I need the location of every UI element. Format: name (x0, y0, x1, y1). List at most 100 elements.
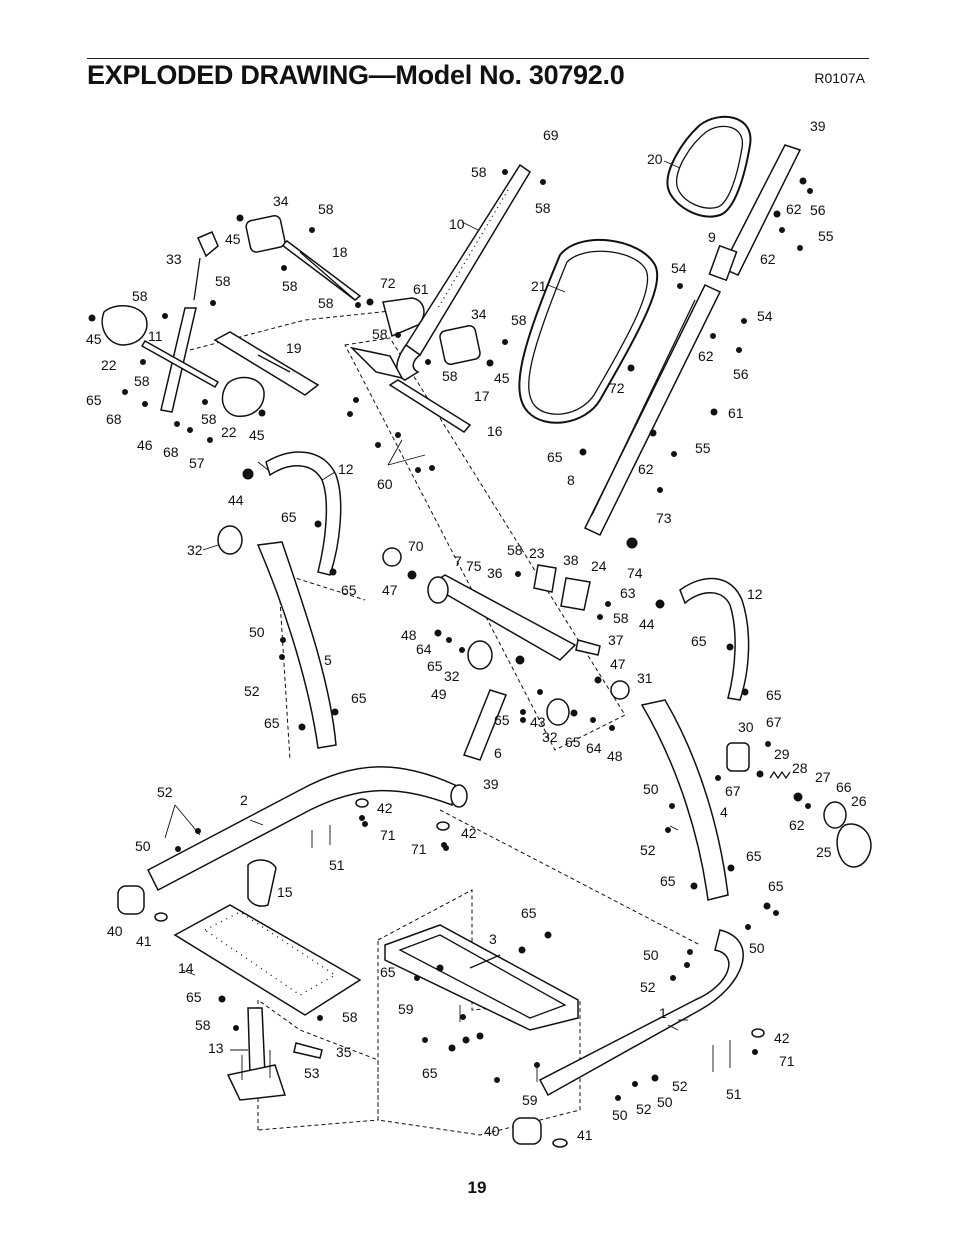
callout: 62 (760, 251, 776, 267)
callout: 48 (607, 748, 623, 764)
callout: 61 (728, 405, 744, 421)
part-34-roller-mid (439, 324, 481, 366)
callout: 54 (671, 260, 687, 276)
callout: 44 (228, 492, 244, 508)
part-33-knob (197, 231, 219, 258)
callout: 55 (695, 440, 711, 456)
callout: 74 (627, 565, 643, 581)
part-41-foot-rear (552, 1138, 568, 1148)
callout: 52 (636, 1101, 652, 1117)
part-13-stem (247, 1007, 266, 1076)
callout: 38 (563, 552, 579, 568)
part-21-backrest (518, 238, 659, 424)
callout: 50 (135, 838, 151, 854)
callout: 40 (107, 923, 123, 939)
part-40-end-cap-front (117, 885, 145, 915)
callout: 65 (380, 964, 396, 980)
callout: 65 (264, 715, 280, 731)
callout: 11 (148, 328, 163, 344)
callout: 14 (178, 960, 194, 976)
callout: 37 (608, 632, 624, 648)
header-rule (87, 58, 869, 59)
callout: 65 (86, 392, 102, 408)
callout: 22 (221, 424, 237, 440)
callout: 50 (643, 947, 659, 963)
part-14-step-platform (173, 904, 362, 1016)
part-5-left-arc (256, 541, 337, 749)
callout: 65 (341, 582, 357, 598)
callout: 65 (766, 687, 782, 703)
callout: 73 (656, 510, 672, 526)
callout: 8 (567, 472, 575, 488)
callout: 46 (137, 437, 153, 453)
page-title: EXPLODED DRAWING—Model No. 30792.0 (87, 60, 625, 90)
callout: 52 (672, 1078, 688, 1094)
callout: 20 (647, 151, 663, 167)
callout: 32 (542, 729, 558, 745)
callout: 47 (382, 582, 398, 598)
callout: 16 (487, 423, 503, 439)
callout: 65 (547, 449, 563, 465)
callout: 62 (786, 201, 802, 217)
callout: 67 (725, 783, 741, 799)
base-frame-box (377, 889, 581, 1136)
callout: 48 (401, 627, 417, 643)
callout: 26 (851, 793, 867, 809)
callout: 65 (565, 734, 581, 750)
callout: 62 (789, 817, 805, 833)
callout: 66 (836, 779, 852, 795)
part-28-spring (769, 770, 791, 780)
part-22-roller-lower (221, 376, 265, 417)
callout: 61 (413, 281, 429, 297)
callout: 45 (249, 427, 265, 443)
callout: 72 (609, 380, 625, 396)
callout: 63 (620, 585, 636, 601)
callout: 58 (342, 1009, 358, 1025)
callout: 55 (818, 228, 834, 244)
callout: 64 (416, 641, 432, 657)
crossbar-box (344, 337, 626, 751)
callout: 5 (324, 652, 332, 668)
callout: 70 (408, 538, 424, 554)
callout: 50 (643, 781, 659, 797)
callout: 12 (747, 586, 763, 602)
callout: 43 (530, 714, 546, 730)
callout: 15 (277, 884, 293, 900)
callout: 49 (431, 686, 447, 702)
callout: 21 (531, 278, 547, 294)
drawing-code: R0107A (814, 70, 865, 86)
callout: 68 (163, 444, 179, 460)
callout: 58 (134, 373, 150, 389)
callout: 69 (543, 127, 559, 143)
part-19-handle (213, 331, 320, 396)
callout: 59 (398, 1001, 414, 1017)
part-10-handle-upright (396, 163, 532, 381)
callout: 34 (471, 306, 487, 322)
callout: 19 (286, 340, 302, 356)
callout: 52 (157, 784, 173, 800)
part-25-knob (836, 823, 872, 868)
callout: 28 (792, 760, 808, 776)
callout: 17 (474, 388, 490, 404)
callout: 51 (329, 857, 345, 873)
callout: 34 (273, 193, 289, 209)
callout: 33 (166, 251, 182, 267)
part-32-cap-right (546, 698, 570, 726)
part-24-bracket (560, 577, 591, 611)
callout: 65 (281, 509, 297, 525)
callout: 58 (318, 295, 334, 311)
callout: 45 (86, 331, 102, 347)
callout: 65 (422, 1065, 438, 1081)
callout: 35 (336, 1044, 352, 1060)
vertical-bolts (241, 825, 731, 1082)
part-18-rod (299, 251, 356, 301)
part-6-support (463, 689, 507, 761)
callout: 42 (461, 825, 477, 841)
part-35-clip (293, 1042, 323, 1059)
callout: 45 (494, 370, 510, 386)
callout: 65 (746, 848, 762, 864)
part-22-roller-left (101, 305, 148, 346)
callout: 27 (815, 769, 831, 785)
part-32-cap-center (467, 640, 493, 670)
